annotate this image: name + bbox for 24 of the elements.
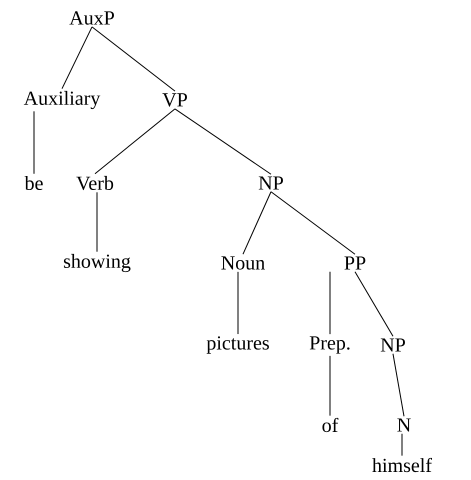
tree-label: AuxP <box>69 11 114 25</box>
tree-label: NP <box>258 176 283 190</box>
tree-label: PP <box>344 256 366 270</box>
tree-label: N <box>397 418 411 432</box>
tree-branch <box>94 108 176 174</box>
tree-label: himself <box>372 458 432 472</box>
tree-branch <box>174 108 272 175</box>
tree-label: Noun <box>221 256 265 270</box>
tree-label: Auxiliary <box>24 90 100 110</box>
tree-branch <box>242 191 272 255</box>
tree-branch <box>96 192 98 252</box>
tree-branch <box>270 191 356 255</box>
tree-branch <box>354 271 394 337</box>
tree-label: showing <box>64 254 130 272</box>
tree-branch <box>92 26 176 92</box>
tree-label: pictures <box>206 336 269 354</box>
tree-label: be <box>24 176 43 190</box>
tree-label: NP <box>380 338 405 352</box>
tree-branch <box>392 353 404 417</box>
tree-label: of <box>322 418 338 432</box>
tree-label: VP <box>162 93 187 107</box>
tree-branch <box>62 26 92 90</box>
tree-label: Prep. <box>310 336 350 354</box>
tree-label: Verb <box>76 176 114 190</box>
